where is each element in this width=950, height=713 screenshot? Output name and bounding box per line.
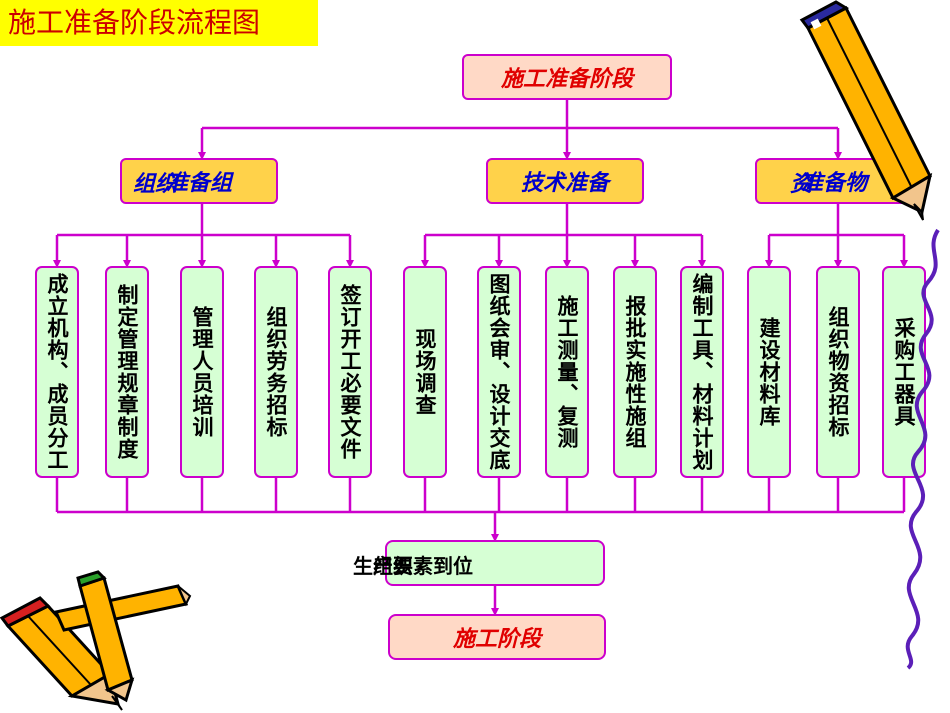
readiness-label: 生产要素到位 bbox=[353, 554, 473, 578]
task-node: 签订开工必要文件 bbox=[328, 266, 372, 478]
task-label: 建设材料库 bbox=[757, 317, 781, 427]
task-label: 组织物资招标 bbox=[826, 306, 850, 438]
pencil-icon-top-right bbox=[799, 0, 933, 221]
category-organization-label: 准备组 bbox=[165, 171, 232, 196]
task-label: 采购工器具 bbox=[892, 317, 916, 427]
task-label: 管理人员培训 bbox=[190, 306, 214, 438]
task-node: 成立机构、成员分工 bbox=[35, 266, 79, 478]
task-node: 制定管理规章制度 bbox=[105, 266, 149, 478]
category-technical: 技术准备 bbox=[486, 158, 644, 204]
task-label: 组织劳务招标 bbox=[264, 306, 288, 438]
task-node: 组织物资招标 bbox=[816, 266, 860, 478]
task-node: 施工测量、复测 bbox=[545, 266, 589, 478]
category-organization: 准备组 bbox=[120, 158, 278, 204]
readiness-node bbox=[385, 540, 605, 586]
task-label: 签订开工必要文件 bbox=[338, 284, 362, 460]
category-organization-overlay: 组织 bbox=[133, 172, 178, 197]
task-label: 图纸会审、设计交底 bbox=[487, 273, 511, 471]
category-materials-label: 准备物 bbox=[800, 171, 867, 196]
construction-stage-label: 施工阶段 bbox=[452, 627, 541, 652]
task-node: 现场调查 bbox=[403, 266, 447, 478]
task-node: 采购工器具 bbox=[882, 266, 926, 478]
task-label: 制定管理规章制度 bbox=[115, 284, 139, 460]
task-node: 编制工具、材料计划 bbox=[680, 266, 724, 478]
task-node: 建设材料库 bbox=[747, 266, 791, 478]
task-node: 管理人员培训 bbox=[180, 266, 224, 478]
root-stage-node: 施工准备阶段 bbox=[462, 54, 672, 100]
category-technical-label: 技术准备 bbox=[520, 171, 609, 196]
task-label: 报批实施性施组 bbox=[623, 295, 647, 449]
task-label: 编制工具、材料计划 bbox=[690, 273, 714, 471]
task-label: 施工测量、复测 bbox=[555, 295, 579, 449]
purple-swirl-border bbox=[905, 228, 940, 670]
task-label: 现场调查 bbox=[413, 328, 437, 416]
page-title: 施工准备阶段流程图 bbox=[0, 0, 318, 46]
task-node: 图纸会审、设计交底 bbox=[477, 266, 521, 478]
task-node: 报批实施性施组 bbox=[613, 266, 657, 478]
root-stage-label: 施工准备阶段 bbox=[500, 67, 633, 92]
pencil-icon-bottom-left bbox=[0, 596, 123, 711]
task-node: 组织劳务招标 bbox=[254, 266, 298, 478]
readiness-overlay: 组织 bbox=[373, 554, 413, 578]
construction-stage-node: 施工阶段 bbox=[388, 614, 606, 660]
category-materials-overlay: 资 bbox=[790, 172, 813, 197]
pencil-icon-bottom-left-small bbox=[53, 570, 192, 703]
task-label: 成立机构、成员分工 bbox=[45, 273, 69, 471]
